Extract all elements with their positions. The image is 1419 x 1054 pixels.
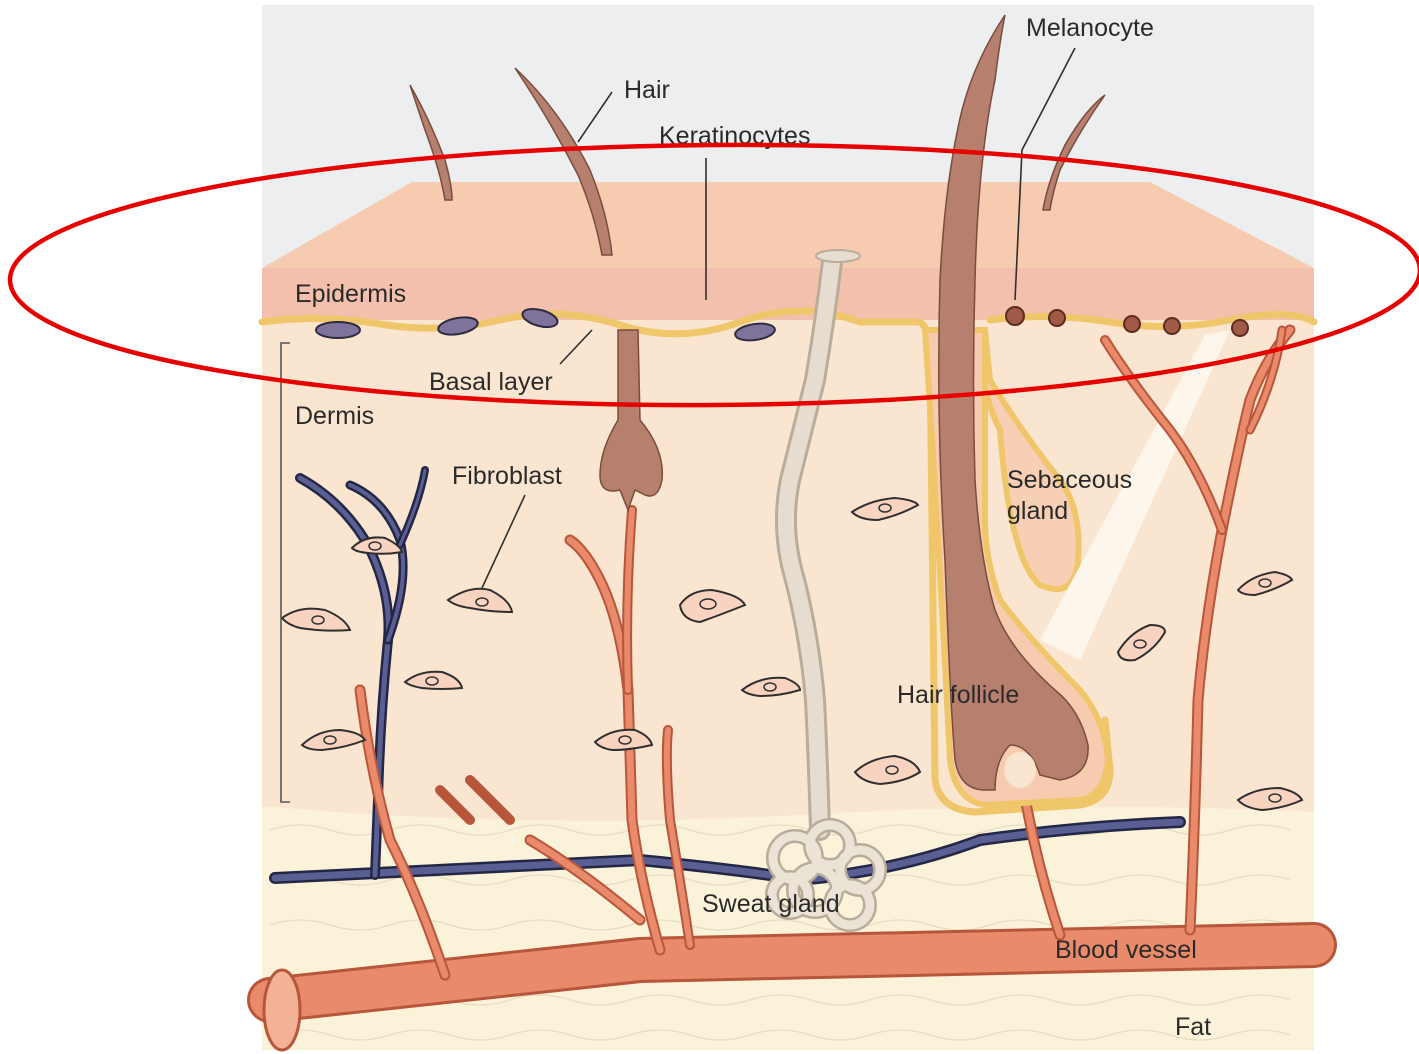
melanocyte-label: Melanocyte <box>1026 14 1154 42</box>
artery-cut-end <box>264 970 300 1050</box>
hair-papilla <box>1004 752 1036 788</box>
basal-layer-label: Basal layer <box>429 368 553 396</box>
fibroblast-label: Fibroblast <box>452 462 562 490</box>
blood-vessel-label: Blood vessel <box>1055 936 1197 964</box>
fat-label: Fat <box>1175 1013 1211 1041</box>
epidermis-label: Epidermis <box>295 280 406 308</box>
sweat-gland-label: Sweat gland <box>702 890 840 918</box>
sebaceous-gland-label-line1: Sebaceous <box>1007 466 1132 494</box>
hair-follicle-label: Hair follicle <box>897 681 1019 709</box>
sweat-pore <box>816 250 860 262</box>
epidermis-surface <box>262 182 1314 268</box>
hair-label: Hair <box>624 76 670 104</box>
sebaceous-gland-label-line2: gland <box>1007 497 1068 525</box>
dermis-label: Dermis <box>295 402 374 430</box>
